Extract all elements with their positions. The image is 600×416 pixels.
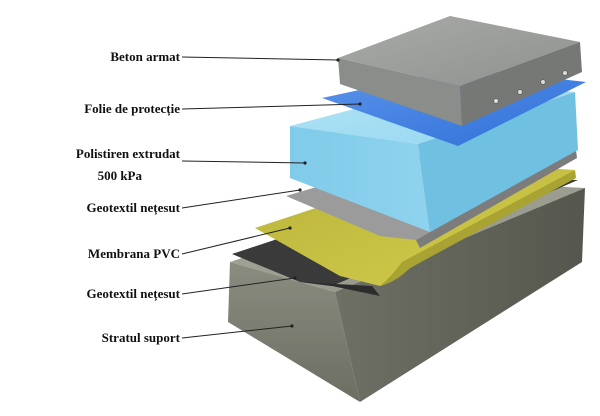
label-polistiren-line1: Polistiren extrudat (76, 146, 181, 161)
layer-beton-armat (338, 16, 582, 126)
label-membrana-pvc: Membrana PVC (88, 246, 180, 261)
label-polistiren-line2: 500 kPa (98, 168, 143, 183)
label-geotextil-jos: Geotextil nețesut (86, 286, 180, 302)
label-beton-armat: Beton armat (110, 49, 180, 64)
label-geotextil-sus: Geotextil nețesut (86, 200, 180, 216)
label-stratul-suport: Stratul suport (102, 330, 181, 345)
leader-lines (181, 56, 362, 339)
labels: Beton armat Folie de protecție Polistire… (76, 49, 181, 345)
label-folie-protectie: Folie de protecție (84, 101, 180, 117)
rebar-ends (493, 70, 568, 104)
